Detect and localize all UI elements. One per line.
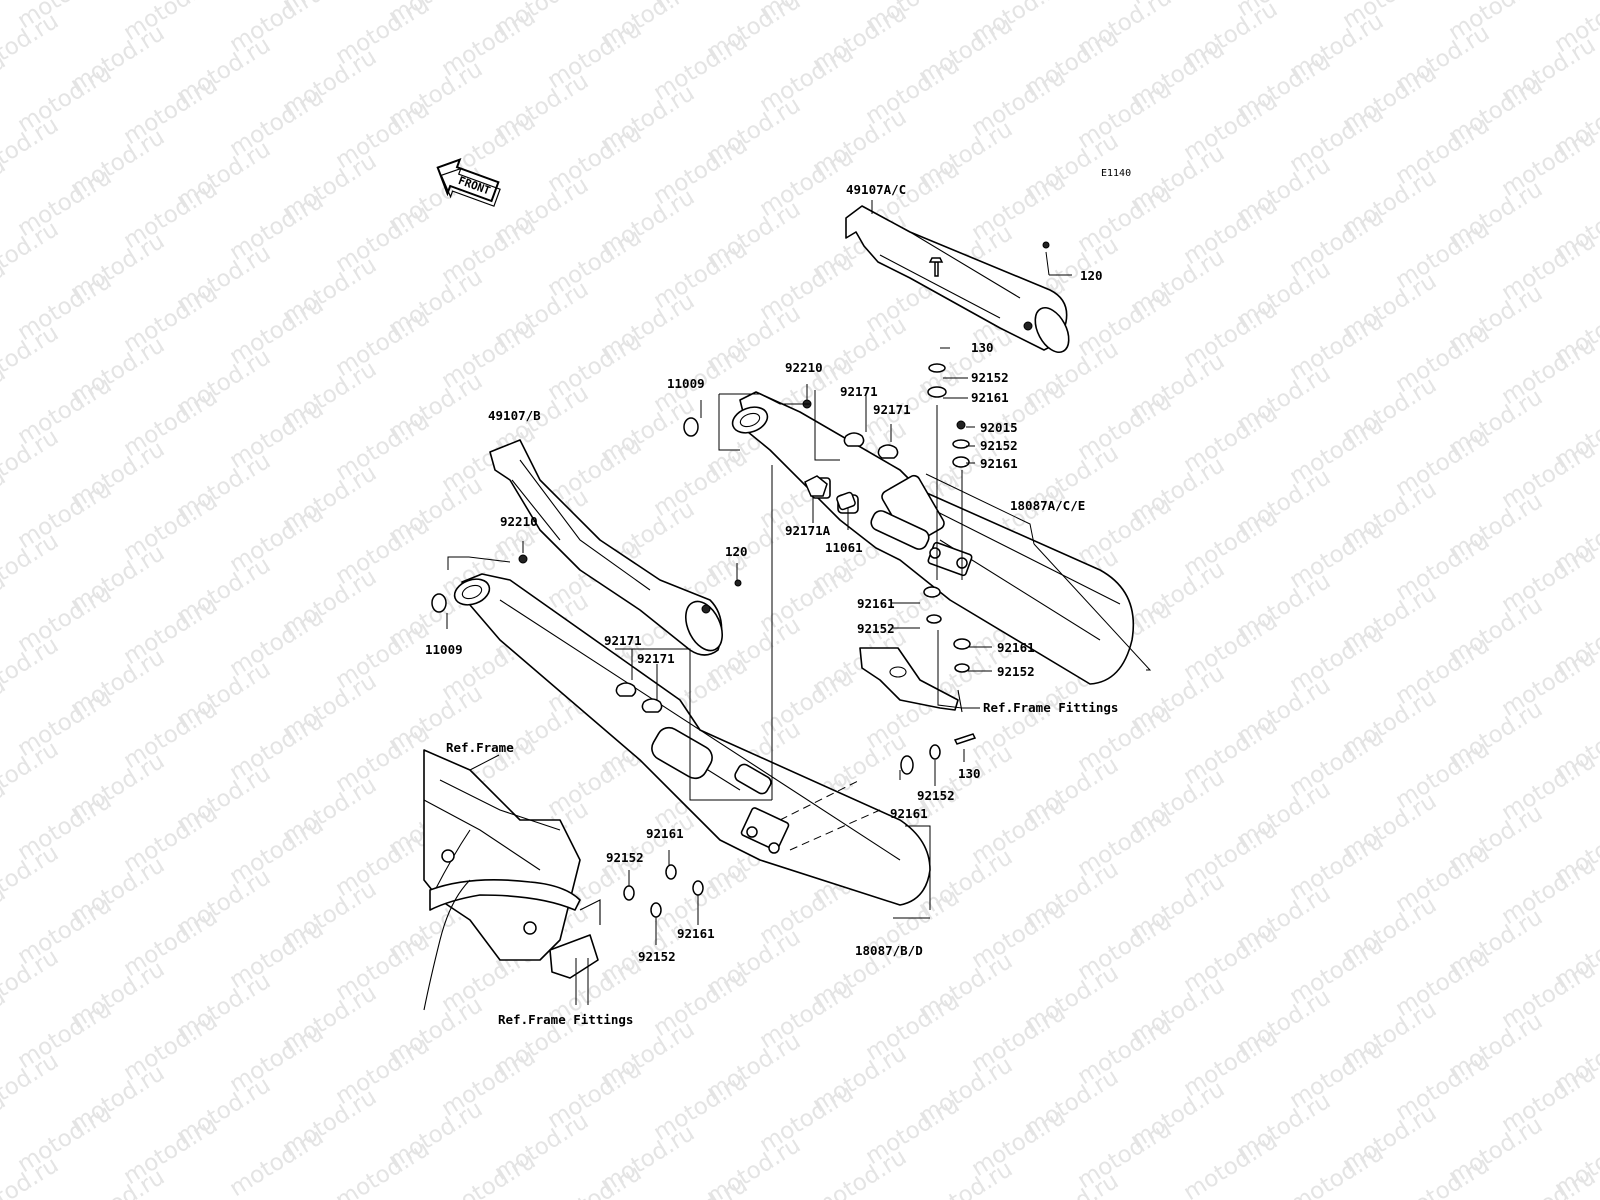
label-screw-120-top: 120 — [1080, 268, 1103, 283]
label-cap-92210-top: 92210 — [785, 360, 823, 375]
label-ref-frame: Ref.Frame — [446, 740, 514, 755]
label-collar-92161-b: 92161 — [980, 456, 1018, 471]
label-washer-92152-a: 92152 — [971, 370, 1009, 385]
heat-cover-middle — [489, 439, 723, 656]
label-nut-92015: 92015 — [980, 420, 1018, 435]
label-collar-92161-e: 92161 — [890, 806, 928, 821]
label-collar-92161-a: 92161 — [971, 390, 1009, 405]
label-cover-b: 49107/B — [488, 408, 541, 423]
label-cap-92210-low: 92210 — [500, 514, 538, 529]
label-clamp-92171-b: 92171 — [873, 402, 911, 417]
label-collar-92161-d: 92161 — [997, 640, 1035, 655]
part-labels: 49107A/C 120 130 92152 92161 92015 92152… — [425, 182, 1118, 1027]
label-washer-92152-f: 92152 — [606, 850, 644, 865]
muffler-upper — [731, 391, 1135, 685]
label-ref-frame-fittings-right: Ref.Frame Fittings — [983, 700, 1118, 715]
heat-cover-upper — [845, 205, 1070, 353]
label-washer-92152-d: 92152 — [997, 664, 1035, 679]
label-washer-92152-c: 92152 — [857, 621, 895, 636]
label-cover-ac: 49107A/C — [846, 182, 906, 197]
label-muffler-bd: 18087/B/D — [855, 943, 923, 958]
label-washer-92152-e: 92152 — [917, 788, 955, 803]
label-clamp-92171A: 92171A — [785, 523, 831, 538]
label-clamp-92171-a: 92171 — [840, 384, 878, 399]
label-muffler-ace: 18087A/C/E — [1010, 498, 1085, 513]
label-gasket-11009-low: 11009 — [425, 642, 463, 657]
label-washer-92152-b: 92152 — [980, 438, 1018, 453]
label-washer-92152-g: 92152 — [638, 949, 676, 964]
label-ref-frame-fittings-bottom: Ref.Frame Fittings — [498, 1012, 633, 1027]
bracket-right — [859, 647, 963, 713]
label-bolt-130-top: 130 — [971, 340, 994, 355]
label-collar-92161-f: 92161 — [646, 826, 684, 841]
front-arrow-icon: FRONT — [436, 158, 501, 207]
diagram-id: E1140 — [1101, 168, 1131, 179]
hardware — [431, 241, 1050, 918]
label-clamp-92171-c: 92171 — [604, 633, 642, 648]
label-clamp-92171-d: 92171 — [637, 651, 675, 666]
label-screw-120-mid: 120 — [725, 544, 748, 559]
label-collar-92161-c: 92161 — [857, 596, 895, 611]
frame-section — [423, 749, 601, 1011]
leader-lines — [446, 200, 1152, 1005]
label-gasket-11009-top: 11009 — [667, 376, 705, 391]
label-collar-92161-g: 92161 — [677, 926, 715, 941]
label-gasket-11061: 11061 — [825, 540, 863, 555]
muffler-lower — [453, 573, 931, 906]
label-bolt-130-low: 130 — [958, 766, 981, 781]
